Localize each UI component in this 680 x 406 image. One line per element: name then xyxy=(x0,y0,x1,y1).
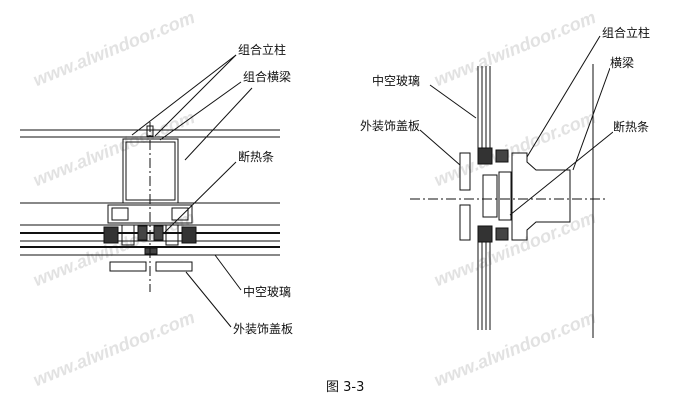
right-section-drawing xyxy=(410,35,614,338)
figure-caption: 图 3-3 xyxy=(326,380,365,395)
label-left-insulating-glass: 中空玻璃 xyxy=(243,283,292,300)
label-left-cover-plate: 外装饰盖板 xyxy=(233,320,294,337)
label-left-thermal-break: 断热条 xyxy=(238,148,275,165)
label-right-insulating-glass: 中空玻璃 xyxy=(372,72,421,89)
label-right-mullion: 组合立柱 xyxy=(602,24,651,41)
left-section-drawing xyxy=(20,54,280,328)
label-right-transom: 横梁 xyxy=(610,54,635,71)
label-right-thermal-break: 断热条 xyxy=(613,118,650,135)
label-right-cover-plate: 外装饰盖板 xyxy=(360,117,421,134)
label-left-transom: 组合横梁 xyxy=(243,68,292,85)
label-left-mullion: 组合立柱 xyxy=(238,41,287,58)
